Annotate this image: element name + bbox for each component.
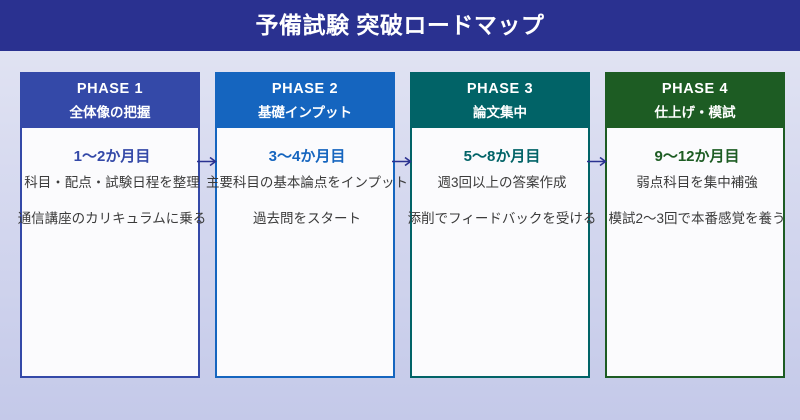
- phase-card-3-name: 論文集中: [473, 105, 527, 120]
- phase-card-2-bullets: 主要科目の基本論点をインプット 過去問をスタート: [195, 172, 419, 244]
- list-item: 通信講座のカリキュラムに乗る: [17, 211, 207, 226]
- arrow-right-icon: [587, 156, 607, 167]
- phase-card-2-body: 3〜4か月目 主要科目の基本論点をインプット 過去問をスタート: [206, 128, 408, 378]
- list-item: 弱点科目を集中補強: [636, 175, 758, 190]
- header-bar: 予備試験 突破ロードマップ: [0, 0, 800, 51]
- list-item: 科目・配点・試験日程を整理: [24, 175, 200, 190]
- phase-card-4-label: PHASE 4: [661, 81, 729, 97]
- list-item: 添削でフィードバックを受ける: [407, 211, 597, 226]
- phase-card-2-period: 3〜4か月目: [268, 148, 346, 165]
- phase-card-3-period: 5〜8か月目: [463, 148, 541, 165]
- phase-card-3-body: 5〜8か月目 週3回以上の答案作成 添削でフィードバックを受ける: [408, 128, 596, 378]
- phase-card-1-bullets: 科目・配点・試験日程を整理 通信講座のカリキュラムに乗る: [0, 172, 224, 244]
- phase-card-1-body: 1〜2か月目 科目・配点・試験日程を整理 通信講座のカリキュラムに乗る: [18, 128, 206, 378]
- phase-card-1-period: 1〜2か月目: [73, 148, 151, 165]
- list-item: 模試2〜3回で本番感覚を養う: [608, 211, 786, 226]
- phase-card-4: PHASE 4 仕上げ・模試 9〜12か月目 弱点科目を集中補強 模試2〜3回で…: [605, 72, 786, 378]
- arrow-right-icon: [392, 156, 412, 167]
- list-item: 主要科目の基本論点をインプット: [205, 175, 409, 190]
- phase-card-1-label: PHASE 1: [76, 81, 144, 97]
- phase-card-3: PHASE 3 論文集中 5〜8か月目 週3回以上の答案作成 添削でフィードバッ…: [408, 72, 596, 378]
- phase-card-3-label: PHASE 3: [466, 81, 534, 97]
- phase-card-4-header: PHASE 4 仕上げ・模試: [605, 72, 785, 128]
- phase-card-2-name: 基礎インプット: [257, 105, 353, 120]
- arrow-right-icon: [197, 156, 217, 167]
- phase-card-1-header: PHASE 1 全体像の把握: [20, 72, 200, 128]
- list-item: 過去問をスタート: [253, 211, 361, 226]
- phase-card-2: PHASE 2 基礎インプット 3〜4か月目 主要科目の基本論点をインプット 過…: [206, 72, 408, 378]
- phase-card-1: PHASE 1 全体像の把握 1〜2か月目 科目・配点・試験日程を整理 通信講座…: [18, 72, 206, 378]
- phase-card-2-header: PHASE 2 基礎インプット: [215, 72, 395, 128]
- phase-card-4-bullets: 弱点科目を集中補強 模試2〜3回で本番感覚を養う: [585, 172, 800, 244]
- list-item: 週3回以上の答案作成: [437, 175, 567, 190]
- phase-card-4-name: 仕上げ・模試: [654, 105, 736, 120]
- page-title: 予備試験 突破ロードマップ: [255, 12, 545, 38]
- phase-card-4-period: 9〜12か月目: [654, 148, 740, 165]
- phase-card-3-header: PHASE 3 論文集中: [410, 72, 590, 128]
- phase-card-3-bullets: 週3回以上の答案作成 添削でフィードバックを受ける: [390, 172, 614, 244]
- phase-card-2-label: PHASE 2: [271, 81, 339, 97]
- phase-card-4-body: 9〜12か月目 弱点科目を集中補強 模試2〜3回で本番感覚を養う: [605, 128, 786, 378]
- phase-card-1-name: 全体像の把握: [69, 105, 151, 120]
